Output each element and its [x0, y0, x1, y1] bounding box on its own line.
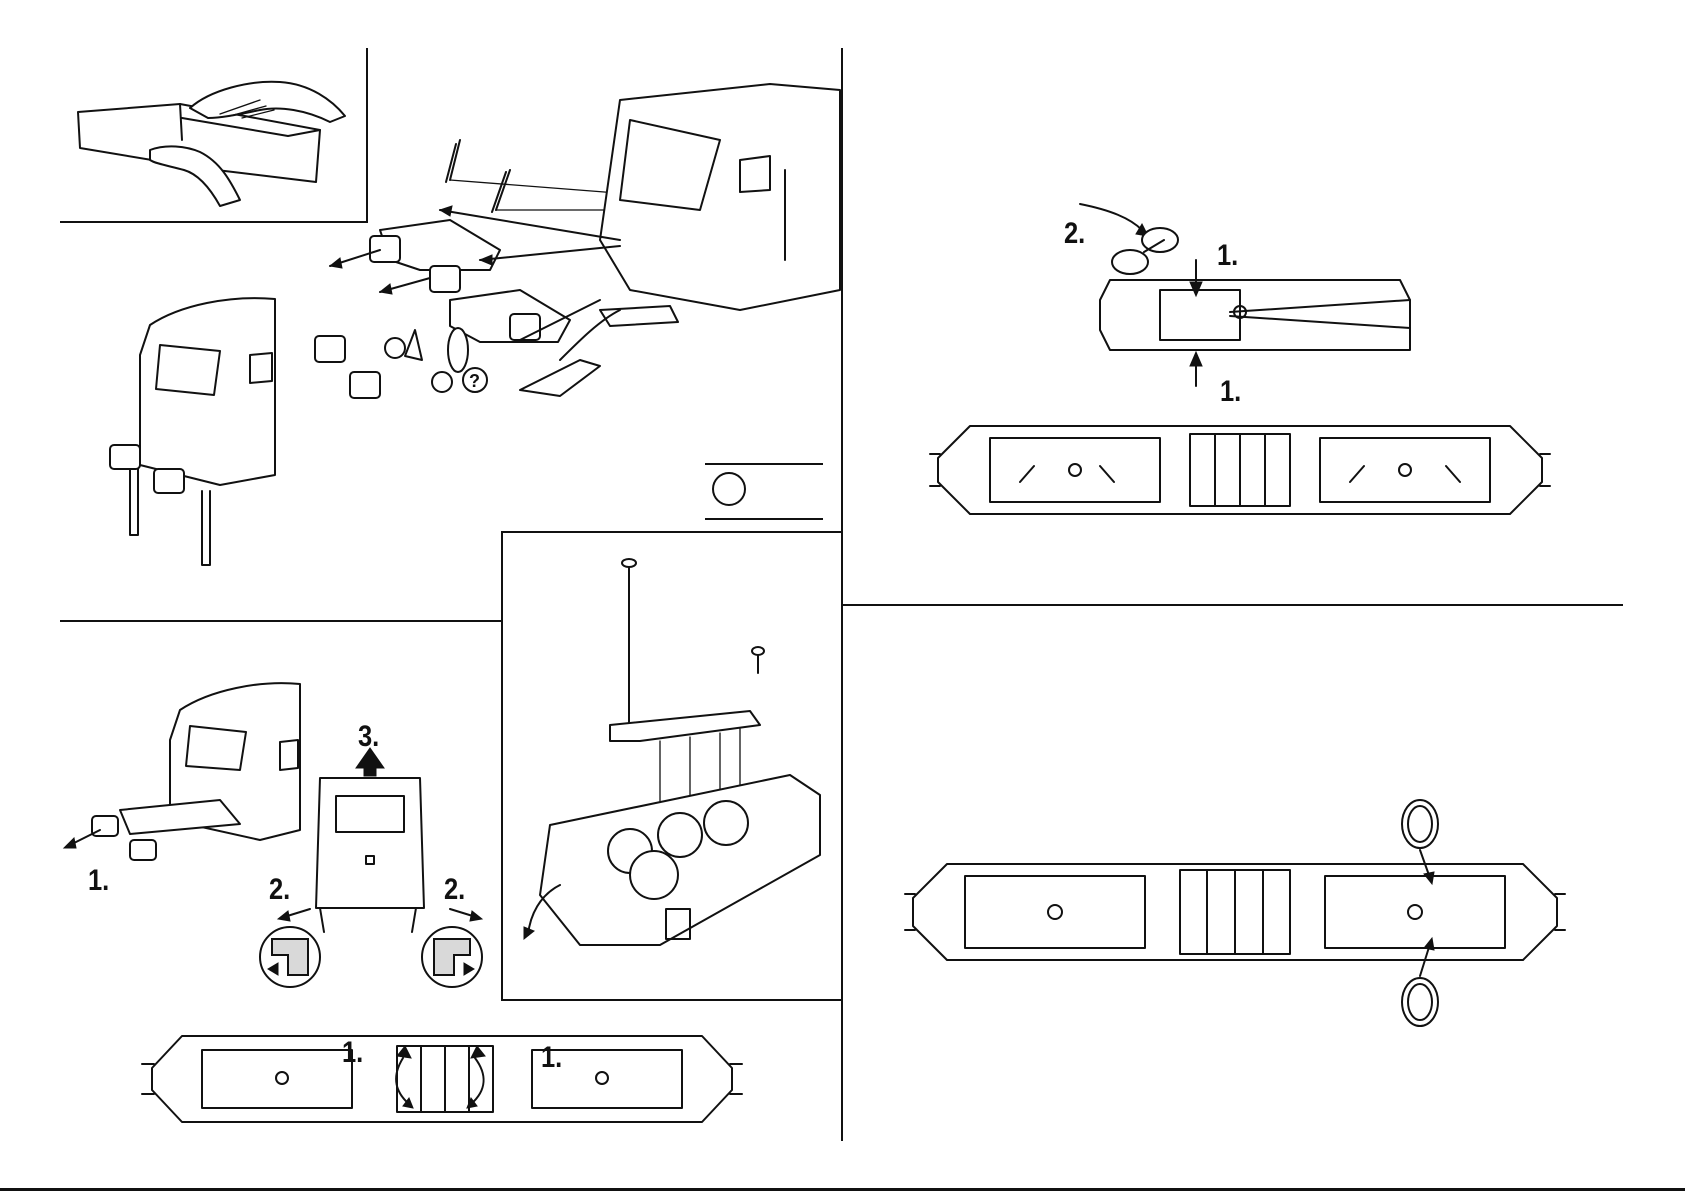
spread-arrows-icon: [270, 895, 490, 925]
detail-circle-left-icon: [258, 925, 322, 989]
bogie-screw-icon: [520, 555, 820, 975]
step-label-1-chassis-right: 1.: [541, 1043, 562, 1073]
divider-horizontal-left: [60, 620, 502, 622]
chassis-underside-bottom-right-icon: [905, 858, 1565, 966]
traction-tyre-icon: [1392, 800, 1462, 1030]
chassis-underside-top-right-icon: [930, 420, 1550, 520]
locomotive-coupler-removal-icon: [60, 650, 310, 860]
help-marker: ?: [469, 371, 480, 391]
detail-circle-right-icon: [420, 925, 484, 989]
divider-horizontal-right: [843, 604, 1623, 606]
latch-arrows-icon: [355, 1036, 535, 1116]
step-label-1-chassis-left: 1.: [342, 1038, 363, 1068]
coupler-parts-exploded-icon: ?: [300, 60, 840, 440]
tweezers-icon: [1070, 200, 1410, 390]
divider-vertical-center: [841, 48, 843, 1141]
marker-rule-bottom: [705, 518, 823, 520]
circle-marker: [712, 472, 746, 506]
step-label-1: 1.: [88, 866, 109, 896]
locomotive-front-icon: [110, 285, 280, 575]
step-label-3: 3.: [358, 722, 379, 752]
marker-rule-top: [705, 463, 823, 465]
